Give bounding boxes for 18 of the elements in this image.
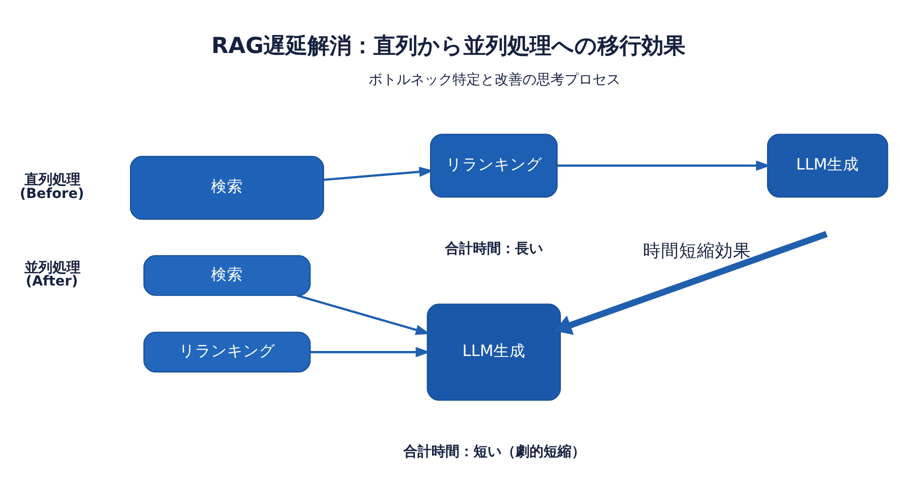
node-box: 検索 (143, 254, 311, 296)
arrow (554, 230, 828, 334)
arrow (310, 346, 430, 357)
arrow (557, 160, 771, 170)
label: 合計時間：長い (444, 240, 543, 256)
node-box: 検索 (130, 155, 324, 220)
arrow (296, 294, 430, 334)
node-box: リランキング (143, 331, 311, 372)
node-box: LLM生成 (767, 133, 888, 198)
label: 合計時間：短い（劇的短縮） (403, 443, 586, 460)
node-box: リランキング (430, 133, 558, 198)
edge-label: 時間短縮効果 (642, 240, 751, 261)
label: 直列処理 (Before) (20, 172, 84, 202)
label: 並列処理 (After) (24, 259, 80, 290)
label: ボトルネック特定と改善の思考プロセス (368, 71, 621, 88)
node-box: LLM生成 (426, 303, 561, 400)
arrow (324, 166, 434, 180)
diagram-title: RAG遅延解消：直列から並列処理への移行効果 (211, 32, 686, 59)
